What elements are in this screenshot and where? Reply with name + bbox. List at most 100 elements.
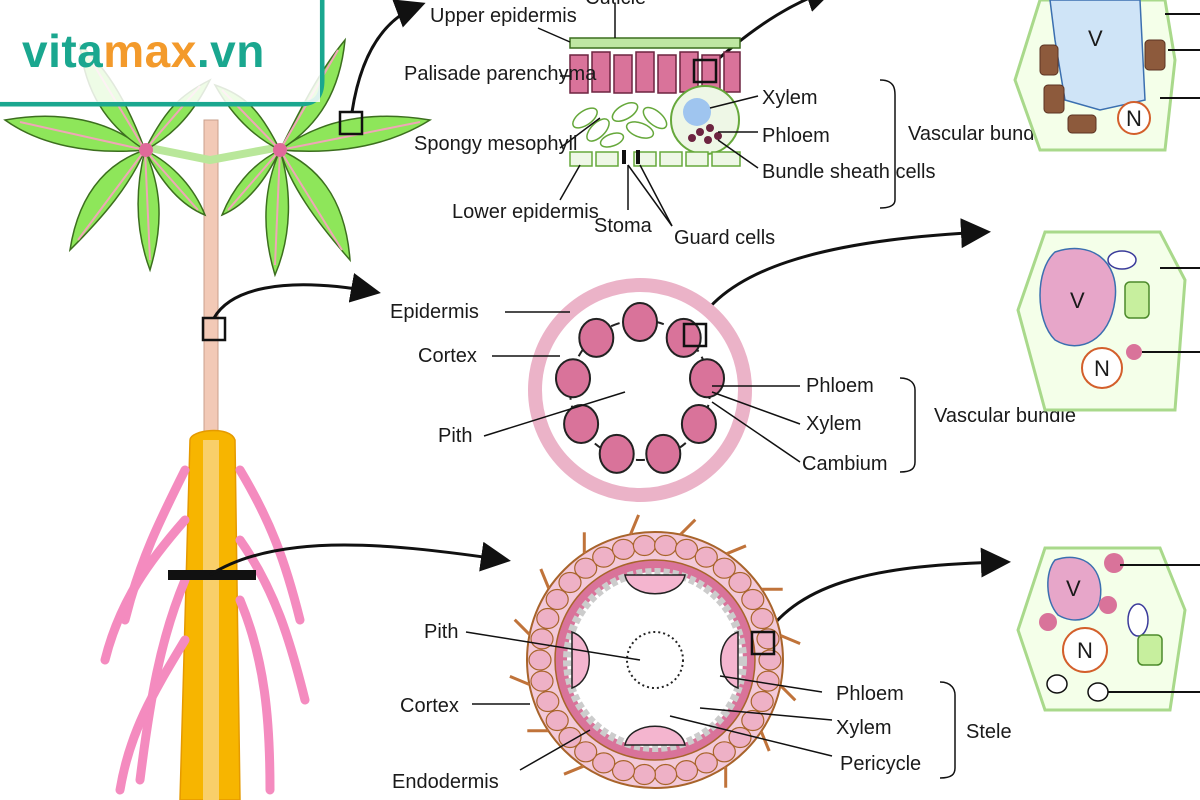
root-cell-marker [750, 630, 776, 656]
left-node [139, 143, 153, 157]
stem-vascular-bundles [555, 302, 725, 474]
root-cell-leaders [1108, 564, 1200, 693]
leaf-cell-vacuole-label: V [1088, 26, 1103, 51]
root-pericycle-ring [563, 568, 747, 752]
root-cortex-cell [694, 546, 718, 568]
root-hair [563, 764, 585, 776]
brand-part-3: .vn [196, 25, 265, 77]
root-hair [780, 634, 801, 645]
root-cortex-cell [558, 571, 582, 594]
root-cross-section: Pith Cortex Endodermis Phloem Xylem Peri… [392, 514, 1012, 793]
root-cortex-cell [712, 741, 736, 763]
label-root-phloem: Phloem [836, 683, 904, 705]
leaf-cell-chloroplasts [1039, 39, 1166, 134]
root-hair [725, 544, 747, 556]
leaf-leader-lines [537, 4, 896, 227]
stem-cross-section: Epidermis Cortex Pith Phloem Xylem Cambi… [390, 278, 1076, 502]
root-cortex-cell [712, 557, 736, 579]
root-cortex-cell [574, 741, 598, 763]
root-cell-mitochondrion [1127, 603, 1149, 637]
root-cell-nucleus [1062, 627, 1108, 673]
leaf-xylem [683, 98, 711, 126]
root-hair [539, 568, 551, 590]
stem-bundle [555, 358, 591, 399]
palisade-cells [569, 51, 741, 94]
root-cortex-cell [694, 752, 718, 774]
leaf-cell-nucleus-label: N [1126, 106, 1142, 131]
stem-leader-lines [483, 311, 916, 473]
guard-cell-right [636, 150, 640, 164]
stem-cell-mitochondrion [1107, 250, 1137, 270]
brand-wordmark: vitamax.vn [22, 24, 265, 78]
label-guard-cells: Guard cells [674, 227, 775, 249]
label-stem-vascular-bundle: Vascular bundle [934, 405, 1076, 427]
stem-bundle [578, 317, 615, 358]
label-root-pith: Pith [424, 621, 458, 643]
root-hair [679, 518, 697, 536]
stem-bundle [622, 302, 658, 342]
root-cortex-cell [653, 763, 678, 786]
label-stem-epidermis: Epidermis [390, 301, 479, 323]
root-cortex-cell [632, 534, 657, 557]
plant-stem [203, 119, 219, 441]
label-leaf-xylem: Xylem [762, 87, 818, 109]
upper-epidermis-band [569, 37, 741, 49]
root-cortex-cell [611, 759, 636, 782]
stem-cell-marker [682, 322, 708, 348]
label-root-xylem: Xylem [836, 717, 892, 739]
root-system [100, 429, 310, 800]
root-hair [779, 684, 797, 702]
stem-cell-nucleus-label: N [1094, 356, 1110, 381]
root-phloem-lobes [571, 574, 739, 746]
leaf-cell-vacuole [1049, 0, 1146, 111]
label-upper-epidermis: Upper epidermis [430, 5, 577, 27]
root-cortex-cell [728, 571, 752, 594]
label-lower-epidermis: Lower epidermis [452, 201, 599, 223]
label-bundle-sheath: Bundle sheath cells [762, 161, 935, 183]
root-hair [513, 618, 531, 636]
brand-part-2: max [103, 25, 197, 77]
root-cortex-cell [750, 607, 774, 630]
lower-epidermis-cells [569, 151, 741, 167]
root-cortex-cell [653, 534, 678, 557]
root-pith [626, 631, 684, 689]
label-root-pericycle: Pericycle [840, 753, 921, 775]
root-cortex-cell [750, 690, 774, 713]
root-cortex-cell [536, 690, 560, 713]
root-cortex-cell [592, 752, 616, 774]
leaf-cell-detail: V N [1013, 0, 1200, 152]
root-cell-plastid [1137, 634, 1163, 666]
root-cortex-cells [528, 534, 782, 786]
stem-cell-chloroplast [1124, 281, 1150, 319]
label-root-stele: Stele [966, 721, 1012, 743]
plant-branch [149, 144, 276, 165]
stem-bundle [645, 433, 682, 474]
label-stoma: Stoma [594, 215, 653, 237]
stem-cell-vacuole-label: V [1070, 288, 1085, 313]
stem-cell-vacuole [1039, 247, 1117, 347]
stem-bundle [680, 404, 717, 444]
stem-cell-leaders [1142, 267, 1200, 353]
root-cell-detail: V N [1016, 546, 1200, 712]
root-hair [629, 514, 640, 535]
root-cell-vacuole-label: V [1066, 576, 1081, 601]
root-cortex-cell [741, 588, 765, 611]
root-cell-vacuole [1047, 556, 1102, 621]
root-cell-nucleus-label: N [1077, 638, 1093, 663]
label-stem-pith: Pith [438, 425, 472, 447]
leaf-phloem [688, 124, 722, 144]
right-node [273, 143, 287, 157]
stem-bundle [563, 404, 600, 444]
leaf-cell-leaders [1160, 13, 1200, 99]
whole-plant [3, 37, 433, 800]
label-palisade: Palisade parenchyma [404, 63, 597, 85]
root-cortex-cell [528, 649, 552, 671]
right-leaf-veins [221, 49, 421, 266]
brand-logo[interactable]: vitamax.vn [0, 0, 330, 110]
root-cortex-cell [756, 670, 780, 692]
root-cortex-cell [536, 607, 560, 630]
brand-frame [0, 0, 325, 107]
label-stem-xylem: Xylem [806, 413, 862, 435]
stem-cell-detail: V N [1016, 230, 1200, 412]
